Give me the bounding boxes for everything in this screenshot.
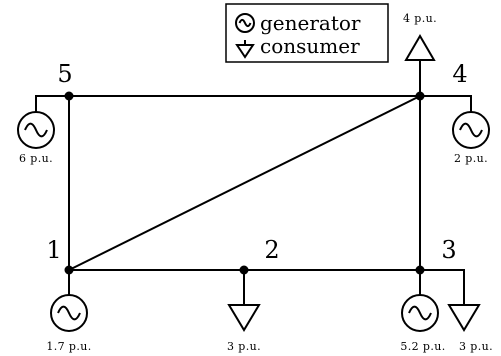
- generator-node-3: 5.2 p.u.: [400, 270, 445, 353]
- generator-node-4: 2 p.u.: [420, 95, 490, 165]
- consumer-icon: [227, 304, 261, 332]
- node-1-junction: [64, 265, 74, 275]
- generator-3-value: 5.2 p.u.: [400, 340, 445, 353]
- node-label-4: 4: [452, 60, 467, 88]
- legend-generator-icon: [235, 13, 255, 33]
- consumer-2-value: 3 p.u.: [227, 340, 261, 353]
- node-3-junction: [415, 265, 425, 275]
- generator-5-value: 6 p.u.: [19, 152, 53, 165]
- legend-consumer-icon: [235, 40, 255, 59]
- consumer-3-value: 3 p.u.: [459, 340, 493, 353]
- node-label-5: 5: [57, 60, 72, 88]
- node-2-junction: [239, 265, 249, 275]
- legend-box: [225, 3, 389, 63]
- legend: generator consumer: [225, 3, 389, 63]
- consumer-icon: [447, 304, 481, 332]
- generator-node-1: 1.7 p.u.: [46, 270, 91, 353]
- junctions: [64, 91, 425, 275]
- consumer-node-2: 3 p.u.: [227, 270, 261, 353]
- generator-icon: [50, 294, 88, 332]
- node-5-junction: [64, 91, 74, 101]
- generator-icon: [401, 294, 439, 332]
- node-4-junction: [415, 91, 425, 101]
- node-label-3: 3: [441, 236, 456, 264]
- node-label-2: 2: [264, 236, 279, 264]
- consumer-node-3: 3 p.u.: [420, 269, 493, 353]
- node-label-1: 1: [46, 236, 61, 264]
- generator-4-value: 2 p.u.: [454, 152, 488, 165]
- generator-1-value: 1.7 p.u.: [46, 340, 91, 353]
- consumer-node-4: 4 p.u.: [403, 12, 437, 96]
- line-1-4: [68, 95, 421, 271]
- legend-consumer-label: consumer: [260, 34, 360, 58]
- legend-generator-label: generator: [260, 11, 361, 35]
- consumer-icon: [404, 34, 436, 61]
- node-labels: 5 4 1 2 3: [46, 60, 467, 264]
- generator-node-5: 6 p.u.: [17, 95, 69, 165]
- generator-icon: [452, 111, 490, 149]
- transmission-lines: [68, 95, 421, 271]
- generator-icon: [17, 111, 55, 149]
- consumer-4-value: 4 p.u.: [403, 12, 437, 25]
